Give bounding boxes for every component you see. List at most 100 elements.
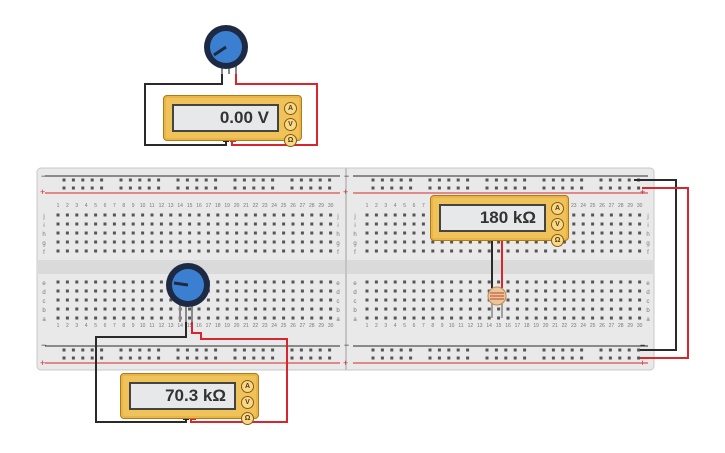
potentiometer-top[interactable] (204, 25, 248, 74)
column-number: 17 (515, 323, 521, 329)
wire-red-pot[interactable] (190, 320, 288, 423)
column-number: 12 (159, 203, 165, 209)
column-number: 9 (132, 203, 135, 209)
row-letter: g (353, 241, 356, 247)
column-number: 28 (309, 323, 315, 329)
row-letter: d (646, 290, 649, 296)
row-letter: d (336, 290, 339, 296)
column-number: 7 (422, 203, 425, 209)
column-number: 26 (599, 323, 605, 329)
mode-amps-button[interactable]: A (551, 202, 564, 215)
wire-black-pot[interactable] (95, 320, 187, 423)
row-letter: i (337, 223, 338, 229)
column-number: 5 (94, 203, 97, 209)
wire-black-top[interactable] (144, 72, 227, 146)
column-number: 18 (524, 323, 530, 329)
meter-display: 180 kΩ (439, 204, 546, 232)
rail-minus-label: − (344, 340, 349, 350)
row-letter: c (337, 299, 340, 305)
row-letter: c (647, 299, 650, 305)
column-number: 28 (618, 203, 624, 209)
column-number: 1 (57, 203, 60, 209)
column-number: 13 (168, 323, 174, 329)
rail-plus-label: + (343, 358, 348, 368)
column-number: 11 (149, 323, 154, 329)
column-number: 28 (309, 203, 315, 209)
mode-ohms-button[interactable]: Ω (241, 412, 254, 425)
column-number: 27 (300, 323, 306, 329)
column-number: 3 (75, 323, 78, 329)
row-letter: j (336, 214, 338, 220)
column-number: 20 (543, 323, 549, 329)
column-number: 2 (375, 323, 378, 329)
row-letter: h (646, 232, 649, 238)
column-number: 23 (262, 323, 268, 329)
row-letter: e (353, 281, 357, 287)
column-number: 10 (140, 323, 146, 329)
rail-minus-label: − (41, 171, 46, 181)
row-letter: g (42, 241, 45, 247)
mode-ohms-button[interactable]: Ω (551, 234, 564, 247)
column-number: 7 (113, 323, 116, 329)
row-letter: d (42, 290, 45, 296)
potentiometer-board[interactable] (166, 263, 210, 322)
row-letter: b (42, 308, 46, 314)
column-number: 6 (413, 323, 416, 329)
column-number: 25 (281, 323, 287, 329)
photoresistor[interactable] (487, 286, 507, 318)
wires[interactable] (95, 72, 689, 423)
column-number: 12 (468, 323, 474, 329)
column-number: 6 (104, 203, 107, 209)
row-letter: e (42, 281, 46, 287)
mode-ohms-button[interactable]: Ω (284, 134, 297, 147)
row-letter: j (42, 214, 44, 220)
wire-red-top[interactable] (231, 72, 318, 146)
column-number: 6 (413, 203, 416, 209)
column-number: 6 (104, 323, 107, 329)
rail-plus-label: + (640, 358, 645, 368)
multimeter-voltage[interactable]: 0.00 V A V Ω (163, 95, 302, 147)
mode-volts-button[interactable]: V (551, 218, 564, 231)
column-number: 23 (571, 203, 577, 209)
column-number: 20 (234, 323, 240, 329)
wire-black-rail[interactable] (634, 179, 677, 351)
wire-red-rail[interactable] (640, 187, 689, 359)
mode-volts-button[interactable]: V (241, 396, 254, 409)
column-number: 19 (224, 323, 230, 329)
column-number: 30 (637, 323, 643, 329)
mode-amps-button[interactable]: A (284, 102, 297, 115)
column-number: 24 (580, 203, 586, 209)
column-number: 26 (290, 203, 296, 209)
column-number: 14 (486, 323, 492, 329)
row-letter: i (354, 223, 355, 229)
row-letter: g (336, 241, 339, 247)
column-number: 15 (187, 203, 193, 209)
row-letter: b (646, 308, 650, 314)
column-number: 1 (57, 323, 60, 329)
multimeter-pot[interactable]: 70.3 kΩ A V Ω (120, 373, 259, 425)
column-number: 5 (94, 323, 97, 329)
column-number: 10 (449, 323, 455, 329)
mode-volts-button[interactable]: V (284, 118, 297, 131)
column-number: 29 (318, 203, 324, 209)
column-number: 25 (590, 203, 596, 209)
column-number: 24 (580, 323, 586, 329)
column-number: 24 (271, 203, 277, 209)
row-letter: b (336, 308, 340, 314)
column-number: 7 (422, 323, 425, 329)
column-number: 24 (271, 323, 277, 329)
column-number: 26 (599, 203, 605, 209)
column-number: 30 (328, 323, 334, 329)
column-number: 25 (590, 323, 596, 329)
multimeter-ldr[interactable]: 180 kΩ A V Ω (430, 195, 569, 247)
column-number: 22 (562, 323, 568, 329)
column-number: 29 (318, 323, 324, 329)
column-number: 29 (627, 323, 633, 329)
mode-amps-button[interactable]: A (241, 380, 254, 393)
column-number: 20 (234, 203, 240, 209)
row-letter: e (336, 281, 340, 287)
meter-display: 0.00 V (172, 104, 279, 132)
column-number: 17 (206, 203, 212, 209)
column-number: 18 (215, 203, 221, 209)
